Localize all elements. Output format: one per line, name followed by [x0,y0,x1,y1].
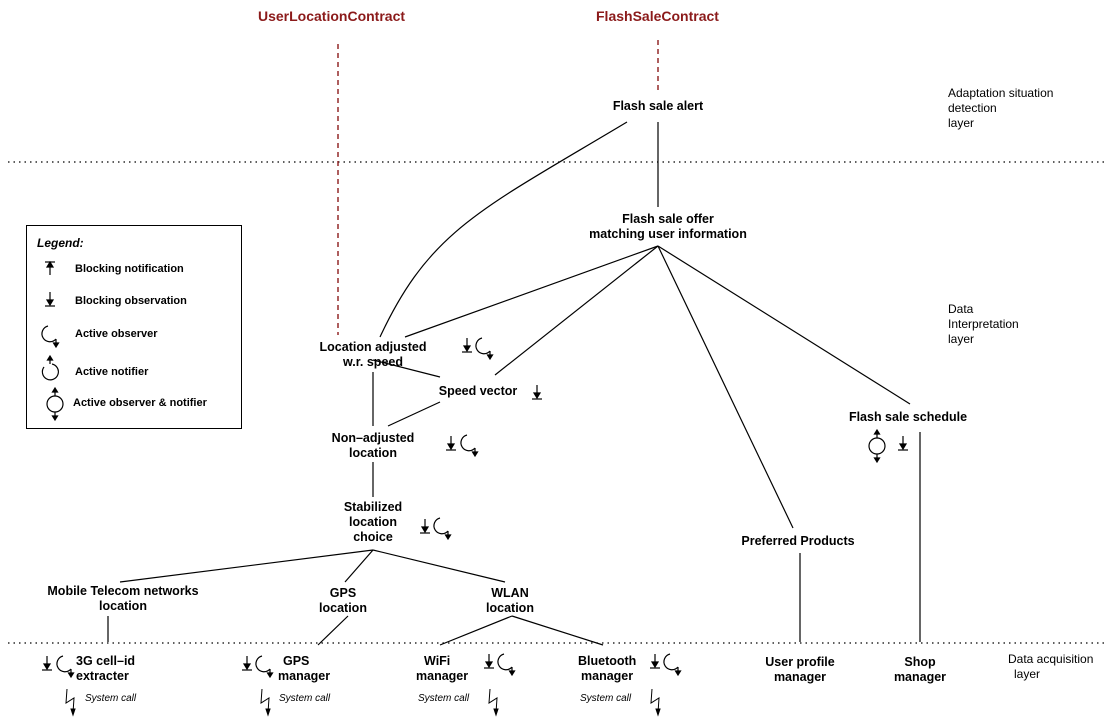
legend-blocking-observation: Blocking observation [75,295,187,307]
node-wlan-location: WLAN location [486,586,534,615]
node-gps-manager: GPS manager [278,654,331,683]
lightning-icon [650,688,661,716]
node-user-profile-manager: User profile manager [765,655,835,684]
blocking-observation-icon [41,655,53,671]
legend: Legend: Blocking notification Blocking o… [26,225,242,429]
acquisition-layer-label: Data acquisition layer [1008,652,1094,681]
adaptation-layer-label: Adaptation situation detection layer [948,86,1054,130]
flash-sale-contract: FlashSaleContract [596,8,719,24]
node-location-adjusted: Location adjusted w.r. speed [319,340,427,369]
system-call-label: System call [279,693,331,704]
active-observer-icon [460,434,479,457]
blocking-observation-icon [531,384,543,400]
edges [107,121,921,646]
node-shop-manager: Shop manager [893,655,947,684]
blocking-observation-icon [445,435,457,451]
lightning-icon [65,688,76,716]
active-observer-icon [433,517,452,540]
active-observer-icon [475,337,494,360]
node-non-adjusted-location: Non–adjusted location [331,431,415,460]
node-flash-sale-offer: Flash sale offer matching user informati… [589,212,747,241]
node-flash-sale-alert: Flash sale alert [612,99,704,113]
active-observer-icon [663,653,682,676]
node-stabilized-location-choice: Stabilized location choice [343,500,403,544]
node-bluetooth-manager: Bluetooth manager [578,654,637,683]
node-speed-vector: Speed vector [438,384,518,398]
system-call-label: System call [580,693,632,704]
active-observer-icon [497,653,516,676]
node-preferred-products: Preferred Products [741,534,855,548]
node-3g-cellid-extracter: 3G cell–id extracter [76,654,136,683]
legend-active-notifier: Active notifier [75,366,149,378]
active-observer-icon [255,655,274,678]
node-gps-location: GPS location [319,586,367,615]
active-observer-icon [56,655,75,678]
active-observer-notifier-icon [868,429,886,463]
system-call-label: System call [418,693,470,704]
legend-title: Legend: [37,236,84,250]
node-flash-sale-schedule: Flash sale schedule [848,410,968,424]
node-wifi-manager: WiFi manager [416,654,469,683]
node-mobile-telecom-location: Mobile Telecom networks location [47,584,199,613]
legend-active-observer-notifier: Active observer & notifier [73,397,207,409]
blocking-observation-icon [897,435,909,451]
lightning-icon [488,688,499,716]
user-location-contract: UserLocationContract [258,8,406,24]
interpretation-layer-label: Data Interpretation layer [948,302,1019,346]
legend-active-observer: Active observer [75,328,158,340]
legend-blocking-notification: Blocking notification [75,263,184,275]
system-call-label: System call [85,693,137,704]
lightning-icon [260,688,271,716]
blocking-observation-icon [241,655,253,671]
blocking-observation-icon [461,337,473,353]
